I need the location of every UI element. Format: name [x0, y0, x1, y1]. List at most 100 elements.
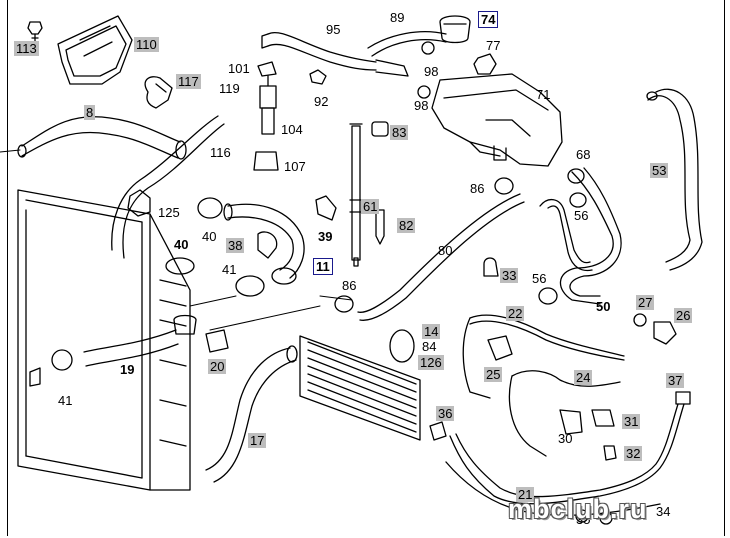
part-label-98b: 98	[414, 98, 429, 113]
watermark: mbclub.ru	[508, 494, 648, 524]
hose-53-part	[646, 88, 703, 271]
pipe-21-part	[445, 403, 685, 516]
clamp-56a-part	[569, 192, 587, 208]
clamp-92-part	[309, 69, 327, 85]
part-label-41a: 41	[222, 262, 237, 277]
clamp-36-part	[429, 421, 447, 441]
part-label-35: 35	[576, 512, 591, 527]
part-33	[483, 257, 499, 277]
hose-95-part	[261, 32, 409, 77]
part-label-8: 8	[84, 105, 96, 120]
part-label-113: 113	[14, 41, 39, 56]
part-label-53: 53	[650, 163, 669, 178]
tube-61-part	[349, 123, 363, 267]
pipe-24-part	[508, 370, 621, 457]
part-label-125: 125	[158, 205, 180, 220]
part-label-86a: 86	[470, 181, 485, 196]
part-label-92: 92	[314, 94, 329, 109]
clamp-41b-part	[51, 349, 73, 371]
part-label-50: 50	[596, 299, 611, 314]
clamp-40a-part	[197, 197, 223, 219]
hose-17-part	[205, 345, 298, 483]
part-label-33: 33	[500, 268, 519, 283]
part-label-14: 14	[422, 324, 441, 339]
clamp-56b-part	[538, 287, 558, 305]
part-label-107: 107	[284, 159, 306, 174]
ring-14-part	[389, 329, 415, 363]
radiator-part	[17, 189, 191, 491]
part-label-110: 110	[134, 37, 159, 52]
part-label-41b: 41	[58, 393, 73, 408]
clamp-68-part	[567, 168, 585, 184]
part-label-117: 117	[176, 74, 201, 89]
clamp-98a-part	[421, 41, 435, 55]
valve-25-part	[487, 335, 513, 361]
clamp-86b-part	[334, 295, 354, 313]
clip-38-part	[257, 231, 278, 259]
hose-19-part	[83, 329, 179, 367]
part-label-37: 37	[666, 373, 685, 388]
sensor-26-part	[653, 321, 677, 345]
clamp-98b-part	[417, 85, 431, 99]
part-label-126: 126	[418, 355, 444, 370]
part-label-119: 119	[219, 81, 240, 96]
part-label-77: 77	[486, 38, 501, 53]
hose-11-part	[223, 203, 305, 285]
part-label-83: 83	[390, 125, 409, 140]
part-label-82: 82	[397, 218, 416, 233]
oil-cooler-part	[299, 335, 421, 441]
clamp-41a-part	[235, 275, 265, 297]
part-label-21: 21	[516, 487, 535, 502]
part-label-24: 24	[574, 370, 593, 385]
part-label-27: 27	[636, 295, 655, 310]
part-label-30: 30	[558, 431, 573, 446]
clamp-37-part	[675, 391, 691, 405]
hose-56a-part	[539, 199, 591, 264]
hose-116-part	[111, 115, 225, 259]
hose-50-part	[559, 167, 622, 305]
part-label-71: 71	[536, 87, 551, 102]
part-label-11: 11	[313, 258, 333, 275]
part-label-22: 22	[506, 306, 525, 321]
part-label-17: 17	[248, 433, 267, 448]
part-label-32: 32	[624, 446, 643, 461]
part-label-104: 104	[281, 122, 303, 137]
clamp-125-part	[127, 189, 151, 217]
page-frame	[7, 0, 725, 536]
clamp-34-part	[599, 511, 613, 525]
valve-82-part	[375, 209, 385, 245]
part-label-31: 31	[622, 414, 641, 429]
sleeve-20-part	[205, 329, 229, 353]
pipe-22-part	[462, 314, 625, 399]
clamp-40b-part	[165, 257, 195, 275]
hose-80-part	[357, 193, 525, 321]
clamp-35-part	[575, 509, 589, 523]
part-label-26: 26	[674, 308, 693, 323]
part-label-86b: 86	[342, 278, 357, 293]
part-label-84: 84	[422, 339, 437, 354]
bracket-30-part	[559, 409, 583, 435]
part-label-39: 39	[318, 229, 333, 244]
hose-8-part	[17, 116, 187, 160]
sensor-104-part	[257, 61, 277, 135]
part-label-40a: 40	[202, 229, 217, 244]
bracket-31-part	[591, 409, 615, 427]
part-label-40b: 40	[174, 237, 189, 252]
part-label-95: 95	[326, 22, 341, 37]
clamp-86a-part	[494, 177, 514, 195]
bracket-110-part	[57, 15, 133, 85]
part-label-36: 36	[436, 406, 455, 421]
radiator-cap-part	[173, 314, 197, 335]
part-label-25: 25	[484, 367, 503, 382]
clip-117-part	[144, 76, 173, 109]
part-label-89: 89	[390, 10, 405, 25]
sensor-83-part	[371, 121, 389, 137]
part-label-101: 101	[228, 61, 250, 76]
part-label-56b: 56	[532, 271, 547, 286]
part-label-34: 34	[656, 504, 671, 519]
part-label-20: 20	[208, 359, 227, 374]
part-label-80: 80	[438, 243, 453, 258]
expansion-tank-71-part	[431, 73, 563, 167]
part-label-68: 68	[576, 147, 591, 162]
